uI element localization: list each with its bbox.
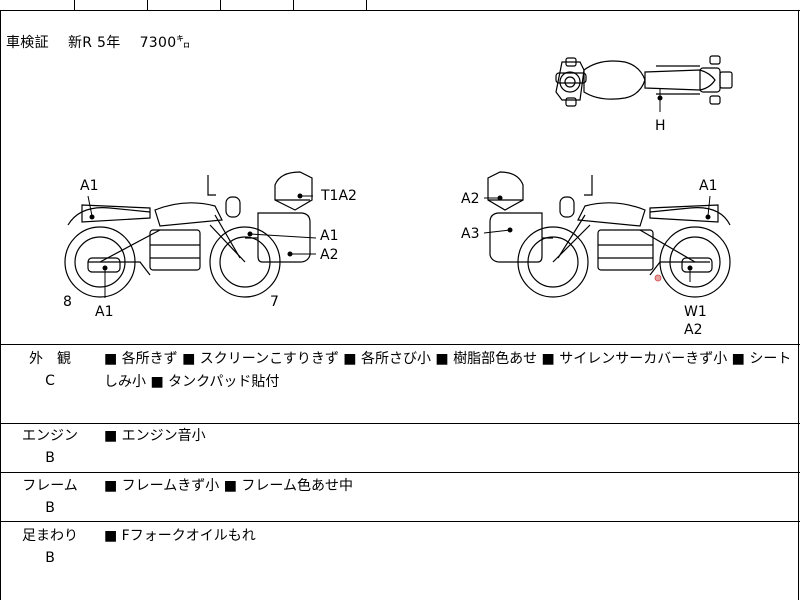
wheel-label: 7 [270,294,279,310]
row-description: ■ フレームきず小 ■ フレーム色あせ中 [104,478,353,494]
top-cell [75,0,148,10]
row-category: 外 観 C [0,348,100,392]
callout-label: A1 [80,178,98,194]
sheet-border [0,10,799,600]
category-grade: B [45,450,55,466]
top-view-motorcycle [555,55,733,112]
top-cell [294,0,367,10]
callout-label: A1 [95,304,113,320]
row-divider [0,521,800,522]
right-side-motorcycle [487,171,731,298]
damage-marker [657,95,663,101]
registration-info: 車検証 新R 5年 7300㌔ [6,35,191,51]
inspection-row-engine: エンジン B ■ エンジン音小 [0,424,800,470]
top-cell [0,0,75,10]
row-category: フレーム B [0,475,100,519]
inspection-row-suspension: 足まわり B ■ Fフォークオイルもれ [0,522,800,600]
right-side-callouts [483,195,711,282]
category-grade: B [45,550,55,566]
category-grade: C [45,373,55,389]
row-divider [0,472,800,473]
damage-diagram: H [63,55,733,338]
callout-label: A1 [699,178,717,194]
callout-label: A2 [320,247,338,263]
callout-label: W1 [684,304,707,320]
row-description: ■ エンジン音小 [104,428,206,444]
row-description: ■ 各所きず ■ スクリーンこすりきず ■ 各所さび小 ■ 樹脂部色あせ ■ サ… [104,351,792,390]
category-name: 外 観 [29,351,71,367]
top-cell [221,0,294,10]
callout-label: A2 [684,322,702,338]
left-side-damage-markers [89,193,303,271]
top-table-edge [0,0,800,11]
callout-label: A2 [461,191,479,207]
wheel-label: 8 [63,294,72,310]
row-description: ■ Fフォークオイルもれ [104,528,256,544]
left-side-callouts [87,195,317,298]
inspection-row-exterior: 外 観 C ■ 各所きず ■ スクリーンこすりきず ■ 各所さび小 ■ 樹脂部色… [0,345,800,423]
row-category: エンジン B [0,425,100,469]
top-cell [148,0,221,10]
row-category: 足まわり B [0,525,100,569]
row-divider [0,344,800,345]
category-name: エンジン [22,428,78,444]
damage-marker [654,274,662,282]
category-name: 足まわり [22,528,78,544]
category-grade: B [45,500,55,516]
category-name: フレーム [22,478,78,494]
row-divider [0,423,800,424]
callout-label: A1 [320,228,338,244]
callout-label: A3 [461,226,479,242]
callout-label: T1A2 [320,188,357,204]
right-side-damage-markers [497,195,711,271]
top-view-label: H [655,118,666,134]
inspection-row-frame: フレーム B ■ フレームきず小 ■ フレーム色あせ中 [0,473,800,519]
left-side-motorcycle [64,171,313,298]
